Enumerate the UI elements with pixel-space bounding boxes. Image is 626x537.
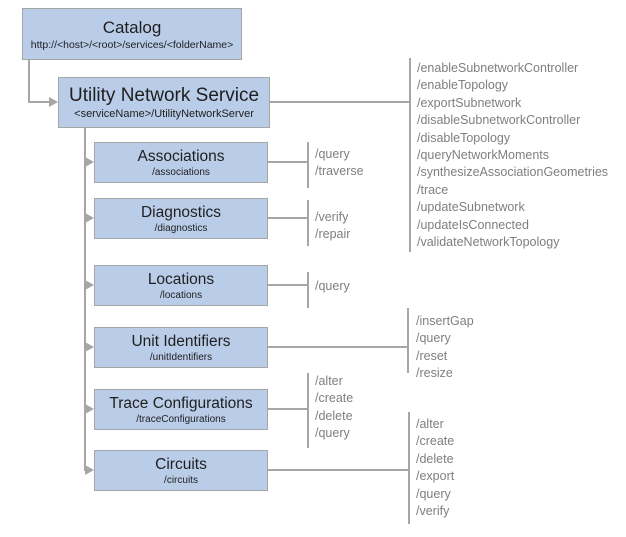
resource-box-diagnostics: Diagnostics /diagnostics: [94, 198, 268, 239]
catalog-url: http://<host>/<root>/services/<folderNam…: [30, 38, 234, 51]
resource-title: Unit Identifiers: [131, 332, 231, 350]
resource-path: /traceConfigurations: [136, 413, 226, 425]
resource-title: Associations: [137, 147, 225, 165]
operation-label: /disableSubnetworkController: [417, 113, 581, 128]
operation-label: /updateSubnetwork: [417, 200, 525, 215]
arrowhead-icon: [85, 404, 94, 414]
resource-title: Trace Configurations: [109, 394, 253, 412]
operations-bracket: [307, 142, 309, 188]
operations-bracket: [307, 200, 309, 246]
operation-label: /delete: [315, 408, 353, 423]
operations-list-trace-configurations: /alter /create /delete /query: [315, 373, 353, 443]
operations-list-unit-identifiers: /insertGap /query /reset /resize: [416, 313, 474, 383]
operation-label: /enableTopology: [417, 78, 509, 93]
utility-network-service-box: Utility Network Service <serviceName>/Ut…: [58, 77, 270, 128]
arrowhead-icon: [85, 465, 94, 475]
connector-line: [268, 408, 307, 410]
operations-list-locations: /query: [315, 278, 350, 295]
resource-title: Diagnostics: [140, 203, 222, 221]
operation-label: /query: [315, 426, 350, 441]
operation-label: /query: [315, 279, 350, 293]
operation-label: /insertGap: [416, 314, 474, 328]
operation-label: /query: [416, 486, 451, 501]
operation-label: /query: [315, 147, 350, 161]
operations-list-circuits: /alter /create /delete /export /query /v…: [416, 416, 454, 520]
arrowhead-icon: [85, 280, 94, 290]
operation-label: /create: [315, 391, 354, 406]
operation-label: /alter: [416, 417, 444, 431]
operation-label: /exportSubnetwork: [417, 95, 522, 110]
service-path: <serviceName>/UtilityNetworkServer: [74, 108, 254, 120]
operation-label: /queryNetworkMoments: [417, 148, 549, 163]
resource-path: /associations: [152, 166, 210, 178]
operation-label: /traverse: [315, 164, 364, 179]
operation-label: /trace: [417, 182, 449, 197]
operation-label: /updateIsConnected: [417, 217, 529, 232]
operation-label: /alter: [315, 374, 343, 388]
arrowhead-icon: [85, 213, 94, 223]
operation-label: /enableSubnetworkController: [417, 61, 579, 75]
resource-box-locations: Locations /locations: [94, 265, 268, 306]
operations-bracket: [409, 58, 411, 252]
operation-label: /disableTopology: [417, 130, 511, 145]
resource-title: Locations: [147, 270, 215, 288]
resource-path: /circuits: [164, 474, 198, 486]
catalog-title: Catalog: [102, 17, 162, 37]
resource-box-unit-identifiers: Unit Identifiers /unitIdentifiers: [94, 327, 268, 368]
catalog-box: Catalog http://<host>/<root>/services/<f…: [22, 8, 242, 60]
resource-box-associations: Associations /associations: [94, 142, 268, 183]
connector-line: [270, 101, 409, 103]
arrowhead-icon: [85, 342, 94, 352]
connector-line: [28, 60, 30, 103]
operations-bracket: [307, 272, 309, 308]
connector-line: [268, 284, 307, 286]
resource-path: /diagnostics: [154, 222, 208, 234]
operation-label: /synthesizeAssociationGeometries: [417, 165, 609, 180]
operation-label: /create: [416, 434, 455, 449]
resource-path: /unitIdentifiers: [149, 351, 213, 363]
resource-path: /locations: [159, 289, 203, 301]
operation-label: /verify: [315, 210, 349, 224]
arrowhead-icon: [49, 97, 58, 107]
operation-label: /delete: [416, 451, 454, 466]
connector-line: [84, 128, 86, 471]
connector-line: [268, 469, 408, 471]
connector-line: [268, 346, 407, 348]
operation-label: /verify: [416, 504, 450, 519]
operation-label: /repair: [315, 227, 351, 242]
connector-line: [268, 161, 307, 163]
resource-title: Circuits: [155, 455, 207, 473]
resource-box-circuits: Circuits /circuits: [94, 450, 268, 491]
operations-bracket: [408, 412, 410, 524]
operation-label: /reset: [416, 348, 448, 363]
operation-label: /resize: [416, 366, 453, 381]
operation-label: /validateNetworkTopology: [417, 235, 560, 250]
operations-list-service: /enableSubnetworkController /enableTopol…: [417, 60, 608, 251]
resource-box-trace-configurations: Trace Configurations /traceConfiguration…: [94, 389, 268, 430]
operation-label: /export: [416, 469, 455, 484]
operations-bracket: [407, 308, 409, 373]
connector-line: [268, 217, 307, 219]
operations-bracket: [307, 373, 309, 448]
operations-list-diagnostics: /verify /repair: [315, 209, 350, 244]
service-title: Utility Network Service: [68, 85, 260, 106]
operations-list-associations: /query /traverse: [315, 146, 364, 181]
operation-label: /query: [416, 331, 451, 346]
arrowhead-icon: [85, 157, 94, 167]
connector-line: [28, 101, 50, 103]
